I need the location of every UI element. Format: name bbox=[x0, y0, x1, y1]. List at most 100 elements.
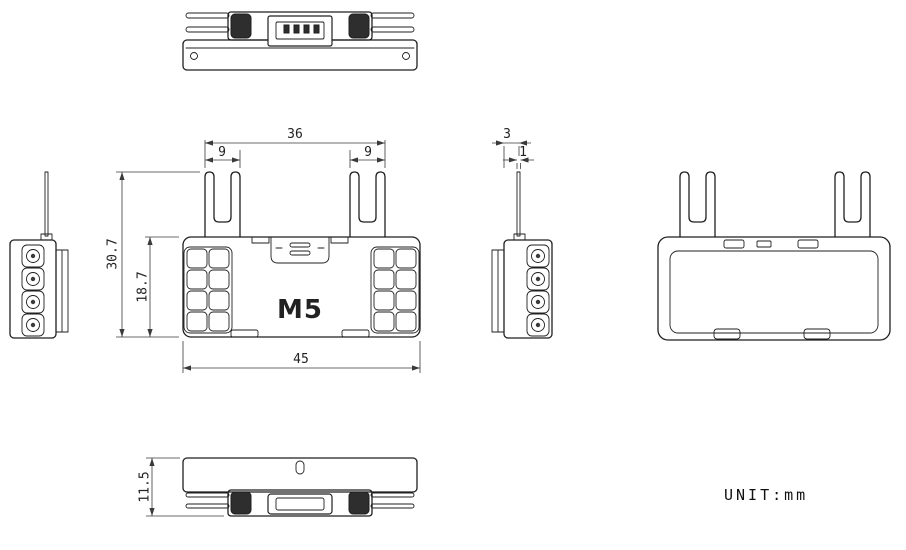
rear-fork-left bbox=[679, 171, 716, 238]
dim-text-9-right: 9 bbox=[364, 145, 372, 160]
bottom-tab-left bbox=[230, 329, 259, 338]
bottom-connector-inner bbox=[275, 497, 325, 511]
top-tab-left bbox=[251, 236, 270, 244]
terminal-fin bbox=[186, 290, 208, 311]
bottom-lower-block bbox=[227, 489, 373, 517]
connector-pin-2 bbox=[293, 24, 300, 34]
terminal-fin bbox=[208, 311, 230, 332]
arrowhead bbox=[377, 157, 385, 163]
arrowhead bbox=[119, 329, 125, 337]
terminal-fin bbox=[208, 290, 230, 311]
m5-logo: M5 bbox=[277, 295, 323, 325]
rear-clip-right bbox=[803, 328, 831, 340]
terminal-ring bbox=[26, 249, 40, 263]
top-tab-right bbox=[330, 236, 349, 244]
bottom-view bbox=[182, 457, 418, 517]
front-fork-left bbox=[204, 171, 241, 238]
arrowhead bbox=[520, 157, 529, 163]
terminal-cell bbox=[21, 290, 45, 314]
fork-bottom-left-cap bbox=[230, 491, 252, 515]
terminal-ring bbox=[26, 295, 40, 309]
terminal-fin bbox=[373, 290, 395, 311]
screw-left bbox=[190, 52, 198, 60]
arrowhead bbox=[147, 329, 153, 337]
terminal-fin bbox=[373, 269, 395, 290]
connector-pin-3 bbox=[303, 24, 310, 34]
terminal-cell bbox=[21, 313, 45, 337]
terminal-ring bbox=[531, 249, 545, 263]
arrowhead bbox=[509, 157, 517, 163]
rear-clip-left bbox=[713, 328, 741, 340]
terminal-dot bbox=[30, 322, 36, 328]
front-fork-right bbox=[349, 171, 386, 238]
rear-fork-right bbox=[834, 171, 871, 238]
arrowhead bbox=[119, 172, 125, 180]
terminal-fin bbox=[373, 248, 395, 269]
terminal-ring bbox=[531, 318, 545, 332]
pin-top-left-1 bbox=[185, 12, 230, 19]
grove-connector-inner bbox=[275, 21, 325, 40]
arrowhead bbox=[496, 140, 504, 146]
connector-slot-2 bbox=[289, 250, 311, 256]
front-body-outline bbox=[182, 236, 421, 338]
terminal-ring bbox=[531, 272, 545, 286]
rear-top-slot-center bbox=[756, 240, 772, 248]
terminal-dot bbox=[535, 299, 541, 305]
pin-top-right-2 bbox=[370, 26, 415, 33]
arrowhead bbox=[519, 140, 527, 146]
terminal-dot bbox=[535, 322, 541, 328]
rear-inner-panel bbox=[669, 250, 879, 334]
grove-connector-outline bbox=[267, 15, 333, 47]
right-fork-edge-pin bbox=[516, 171, 521, 237]
top-view bbox=[182, 11, 418, 71]
terminal-cell bbox=[526, 290, 550, 314]
dim-text-18-7: 18.7 bbox=[136, 271, 151, 302]
terminal-fin bbox=[186, 269, 208, 290]
terminal-dot bbox=[535, 276, 541, 282]
terminal-fin bbox=[208, 269, 230, 290]
dim-text-45: 45 bbox=[293, 352, 309, 367]
dim-text-11-5: 11.5 bbox=[138, 471, 153, 502]
dim-text-9-left: 9 bbox=[218, 145, 226, 160]
terminal-cell bbox=[526, 244, 550, 268]
unit-label: UNIT:mm bbox=[724, 486, 808, 504]
arrowhead bbox=[147, 237, 153, 245]
front-connector bbox=[270, 236, 330, 264]
arrowhead bbox=[183, 365, 191, 371]
terminal-fin bbox=[373, 311, 395, 332]
left-fork-foot bbox=[40, 233, 53, 241]
screw-right bbox=[402, 52, 410, 60]
fork-top-left-cap bbox=[230, 13, 252, 39]
arrowhead bbox=[412, 365, 420, 371]
left-terminal-block bbox=[183, 246, 233, 334]
terminal-cell bbox=[526, 313, 550, 337]
side-dimensions: 3 1 bbox=[492, 127, 534, 169]
terminal-fin bbox=[395, 290, 417, 311]
terminal-dot bbox=[30, 276, 36, 282]
rear-top-slot-right bbox=[797, 239, 819, 249]
arrowhead bbox=[205, 140, 213, 146]
pin-bottom-right-2 bbox=[370, 503, 415, 509]
dim-text-30-7: 30.7 bbox=[106, 238, 121, 269]
dim-text-1: 1 bbox=[519, 145, 527, 160]
terminal-fin bbox=[186, 248, 208, 269]
terminal-dot bbox=[30, 253, 36, 259]
terminal-ring bbox=[26, 272, 40, 286]
dim-text-3: 3 bbox=[503, 127, 511, 142]
arrowhead bbox=[232, 157, 240, 163]
fork-bottom-right-cap bbox=[348, 491, 370, 515]
pin-top-left-2 bbox=[185, 26, 230, 33]
bottom-body-outline bbox=[182, 457, 418, 493]
connector-pin-1 bbox=[283, 24, 290, 34]
terminal-fin bbox=[186, 311, 208, 332]
front-dimensions: 36 9 9 30.7 18.7 45 bbox=[106, 127, 421, 373]
rear-view bbox=[657, 171, 891, 341]
bottom-connector-outline bbox=[267, 493, 333, 515]
terminal-ring bbox=[531, 295, 545, 309]
right-body-outline bbox=[503, 239, 553, 339]
connector-pin-4 bbox=[313, 24, 320, 34]
front-view: M5 bbox=[182, 171, 421, 338]
bottom-tab-right bbox=[341, 329, 370, 338]
pin-bottom-right-1 bbox=[370, 492, 415, 498]
